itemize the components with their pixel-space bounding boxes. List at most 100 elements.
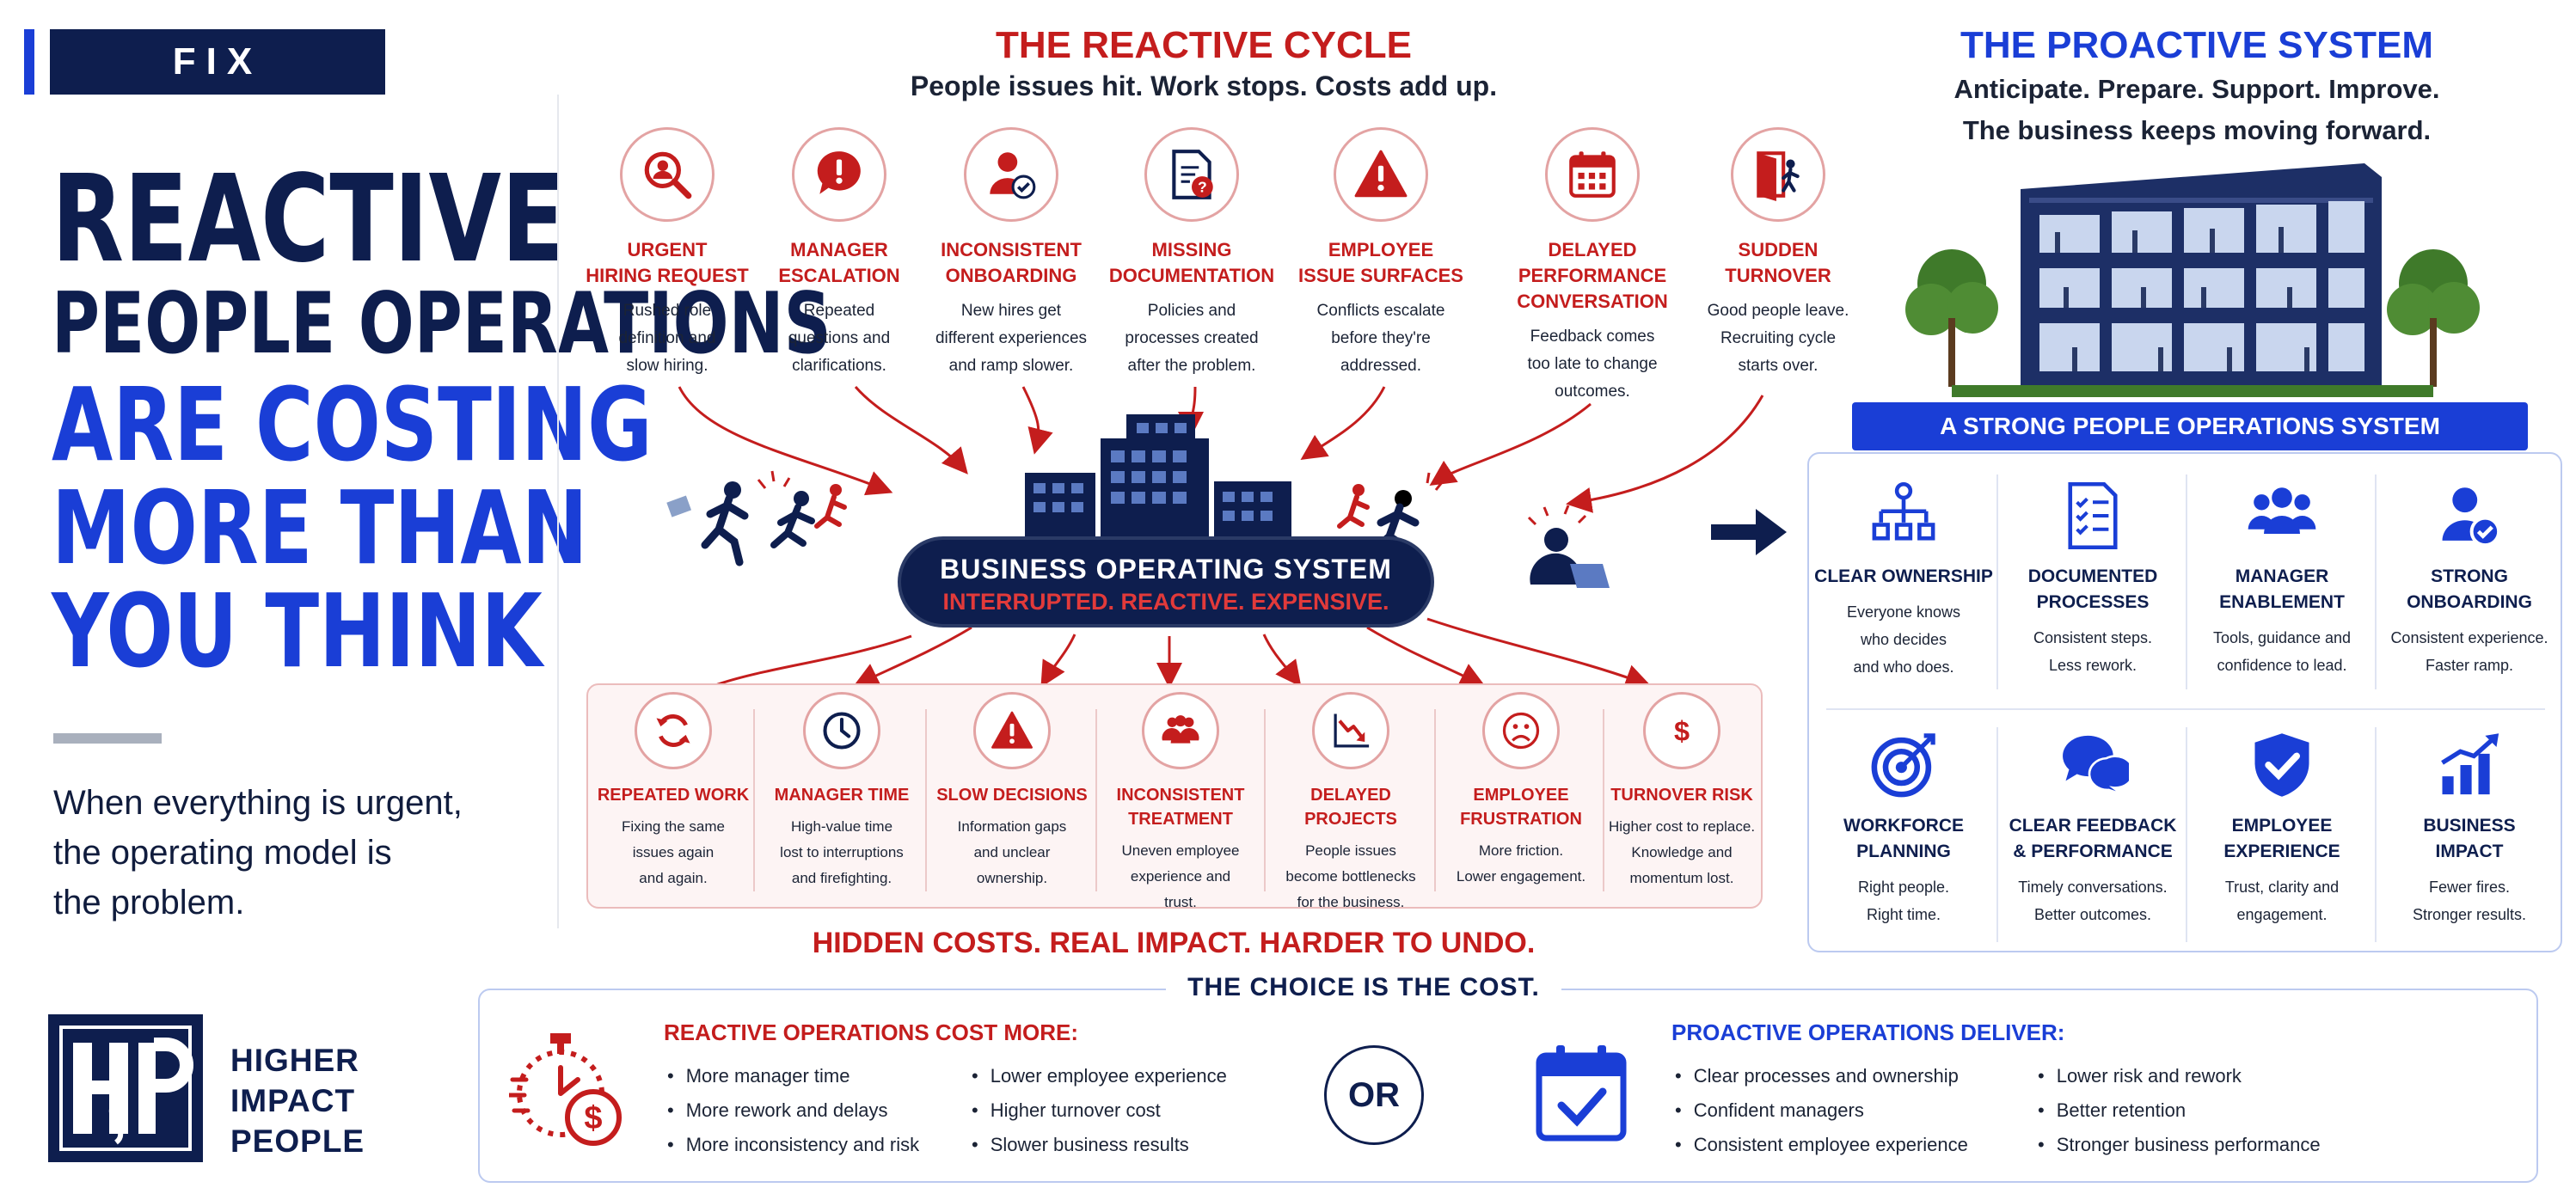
svg-text:$: $ [584, 1100, 602, 1136]
column-divider [557, 95, 559, 928]
system-workforce-planning: WORKFORCE PLANNING Right people. Right t… [1812, 729, 1995, 928]
trigger-manager-escalation: MANAGER ESCALATION Repeated questions an… [745, 127, 934, 380]
system-desc-line: Consistent steps. [2033, 629, 2153, 646]
cost-name: DELAYED PROJECTS [1269, 783, 1432, 831]
system-name-line: PLANNING [1856, 842, 1951, 861]
cost-desc-line: momentum lost. [1629, 870, 1734, 886]
system-desc-line: who decides [1860, 631, 1947, 648]
trigger-desc-line: and ramp slower. [948, 357, 1074, 375]
trigger-name-line: DELAYED [1548, 239, 1637, 260]
trigger-desc: Conflicts escalate before they're addres… [1286, 297, 1475, 380]
group-icon [1162, 715, 1199, 744]
system-desc-line: Right time. [1866, 906, 1941, 923]
trigger-name-line: ESCALATION [778, 265, 900, 286]
headline-line-3: ARE COSTING [52, 364, 653, 484]
flow-arrow [678, 386, 893, 496]
cost-desc-line: for the business. [1297, 894, 1405, 910]
bos-subtitle: INTERRUPTED. REACTIVE. EXPENSIVE. [942, 589, 1389, 615]
trigger-desc-line: too late to change [1527, 355, 1658, 373]
clock-icon [823, 712, 861, 750]
flow-arrow [1040, 634, 1076, 688]
cost-inconsistent-treatment: INCONSISTENT TREATMENT Uneven employee e… [1099, 692, 1262, 915]
cost-manager-time: MANAGER TIME High-value time lost to int… [760, 692, 923, 891]
cost-desc-line: ownership. [976, 870, 1048, 886]
trigger-desc: Feedback comes too late to change outcom… [1498, 323, 1687, 406]
trigger-missing-documentation: ? MISSING DOCUMENTATION Policies and pro… [1097, 127, 1286, 380]
cost-desc-line: Lower engagement. [1456, 868, 1586, 885]
trigger-icon-circle [792, 127, 886, 222]
trigger-desc-line: starts over. [1738, 357, 1819, 375]
system-name: CLEAR OWNERSHIP [1812, 564, 1995, 590]
modern-office-building-icon [1905, 163, 2480, 397]
cost-name-line: FRUSTRATION [1460, 810, 1582, 829]
bos-title: BUSINESS OPERATING SYSTEM [940, 554, 1392, 585]
strong-system-banner: A STRONG PEOPLE OPERATIONS SYSTEM [1852, 402, 2528, 450]
cost-name: INCONSISTENT TREATMENT [1099, 783, 1262, 831]
proactive-ops-list-2: Lower risk and rework Better retention S… [2038, 1059, 2321, 1162]
cost-desc: Uneven employee experience and trust. [1099, 838, 1262, 915]
system-name-line: PROCESSES [2036, 592, 2150, 612]
arrow-right-icon [1711, 509, 1787, 555]
trigger-desc-line: Good people leave. [1707, 302, 1849, 320]
system-name: EMPLOYEE EXPERIENCE [2191, 813, 2373, 865]
system-desc-line: Tools, guidance and [2212, 629, 2352, 646]
system-desc: Everyone knows who decides and who does. [1812, 598, 1995, 681]
stressed-worker-icon [1527, 505, 1610, 588]
system-employee-experience: EMPLOYEE EXPERIENCE Trust, clarity and e… [2191, 729, 2373, 928]
cost-separator [1603, 709, 1604, 891]
system-desc-line: Stronger results. [2412, 906, 2527, 923]
proactive-system-subtitle: Anticipate. Prepare. Support. Improve. T… [1849, 69, 2545, 151]
cost-name-line: DELAYED PROJECTS [1304, 786, 1397, 829]
trigger-desc-line: processes created [1125, 329, 1259, 347]
system-separator [2375, 474, 2377, 689]
trigger-icon-circle [1731, 127, 1825, 222]
trigger-desc-line: New hires get [960, 302, 1062, 320]
system-desc-line: Faster ramp. [2425, 657, 2514, 674]
system-strong-onboarding: STRONG ONBOARDING Consistent experience.… [2378, 480, 2561, 679]
system-clear-feedback: CLEAR FEEDBACK & PERFORMANCE Timely conv… [2002, 729, 2184, 928]
trigger-sudden-turnover: SUDDEN TURNOVER Good people leave. Recru… [1684, 127, 1873, 380]
proactive-subtitle-line: Anticipate. Prepare. Support. Improve. [1953, 74, 2440, 104]
system-separator [2375, 727, 2377, 942]
trigger-desc-line: Rushed role [623, 302, 712, 320]
cost-separator [1264, 709, 1266, 891]
trigger-name-line: ISSUE SURFACES [1298, 265, 1463, 286]
system-name-line: WORKFORCE [1843, 816, 1964, 836]
document-question-icon: ? [1172, 150, 1213, 199]
list-item: More rework and delays [667, 1093, 919, 1128]
trigger-desc-line: definition and [618, 329, 716, 347]
checklist-icon [2068, 481, 2118, 550]
frown-icon [1502, 712, 1540, 750]
running-person-icon [666, 481, 749, 566]
chat-bubbles-icon [2063, 735, 2129, 796]
trigger-employee-issue: EMPLOYEE ISSUE SURFACES Conflicts escala… [1286, 127, 1475, 380]
cost-name-line: TREATMENT [1128, 810, 1233, 829]
system-desc-line: and who does. [1853, 658, 1954, 676]
headline: REACTIVE PEOPLE OPERATIONS ARE COSTING M… [52, 158, 831, 683]
list-item: Better retention [2038, 1093, 2321, 1128]
cost-icon-circle [1312, 692, 1389, 769]
headline-line-2: PEOPLE OPERATIONS [52, 274, 831, 373]
chart-down-icon [1334, 713, 1370, 748]
warning-triangle-icon [1354, 150, 1408, 198]
trigger-desc: Policies and processes created after the… [1097, 297, 1286, 380]
or-badge: OR [1324, 1045, 1424, 1145]
list-item: Slower business results [972, 1128, 1227, 1162]
cost-desc-line: Information gaps [957, 818, 1067, 835]
proactive-ops-list-1: Clear processes and ownership Confident … [1675, 1059, 1968, 1162]
headline-line-4: MORE THAN [52, 468, 588, 588]
flow-arrow [854, 386, 968, 474]
cost-name: MANAGER TIME [760, 783, 923, 807]
cost-desc-line: Higher cost to replace. [1608, 818, 1756, 835]
flow-arrow [1262, 634, 1302, 688]
trigger-name-line: URGENT [627, 239, 708, 260]
running-person-icon [770, 491, 815, 548]
bar-chart-up-icon [2441, 733, 2499, 795]
proactive-ops-heading: PROACTIVE OPERATIONS DELIVER: [1671, 1019, 2065, 1045]
trigger-desc-line: outcomes. [1555, 383, 1630, 401]
trigger-urgent-hiring: URGENT HIRING REQUEST Rushed role defini… [573, 127, 762, 380]
system-name: DOCUMENTED PROCESSES [2002, 564, 2184, 615]
trigger-desc: New hires get different experiences and … [917, 297, 1106, 380]
trigger-name: MANAGER ESCALATION [745, 237, 934, 289]
system-desc: Fewer fires. Stronger results. [2378, 873, 2561, 928]
